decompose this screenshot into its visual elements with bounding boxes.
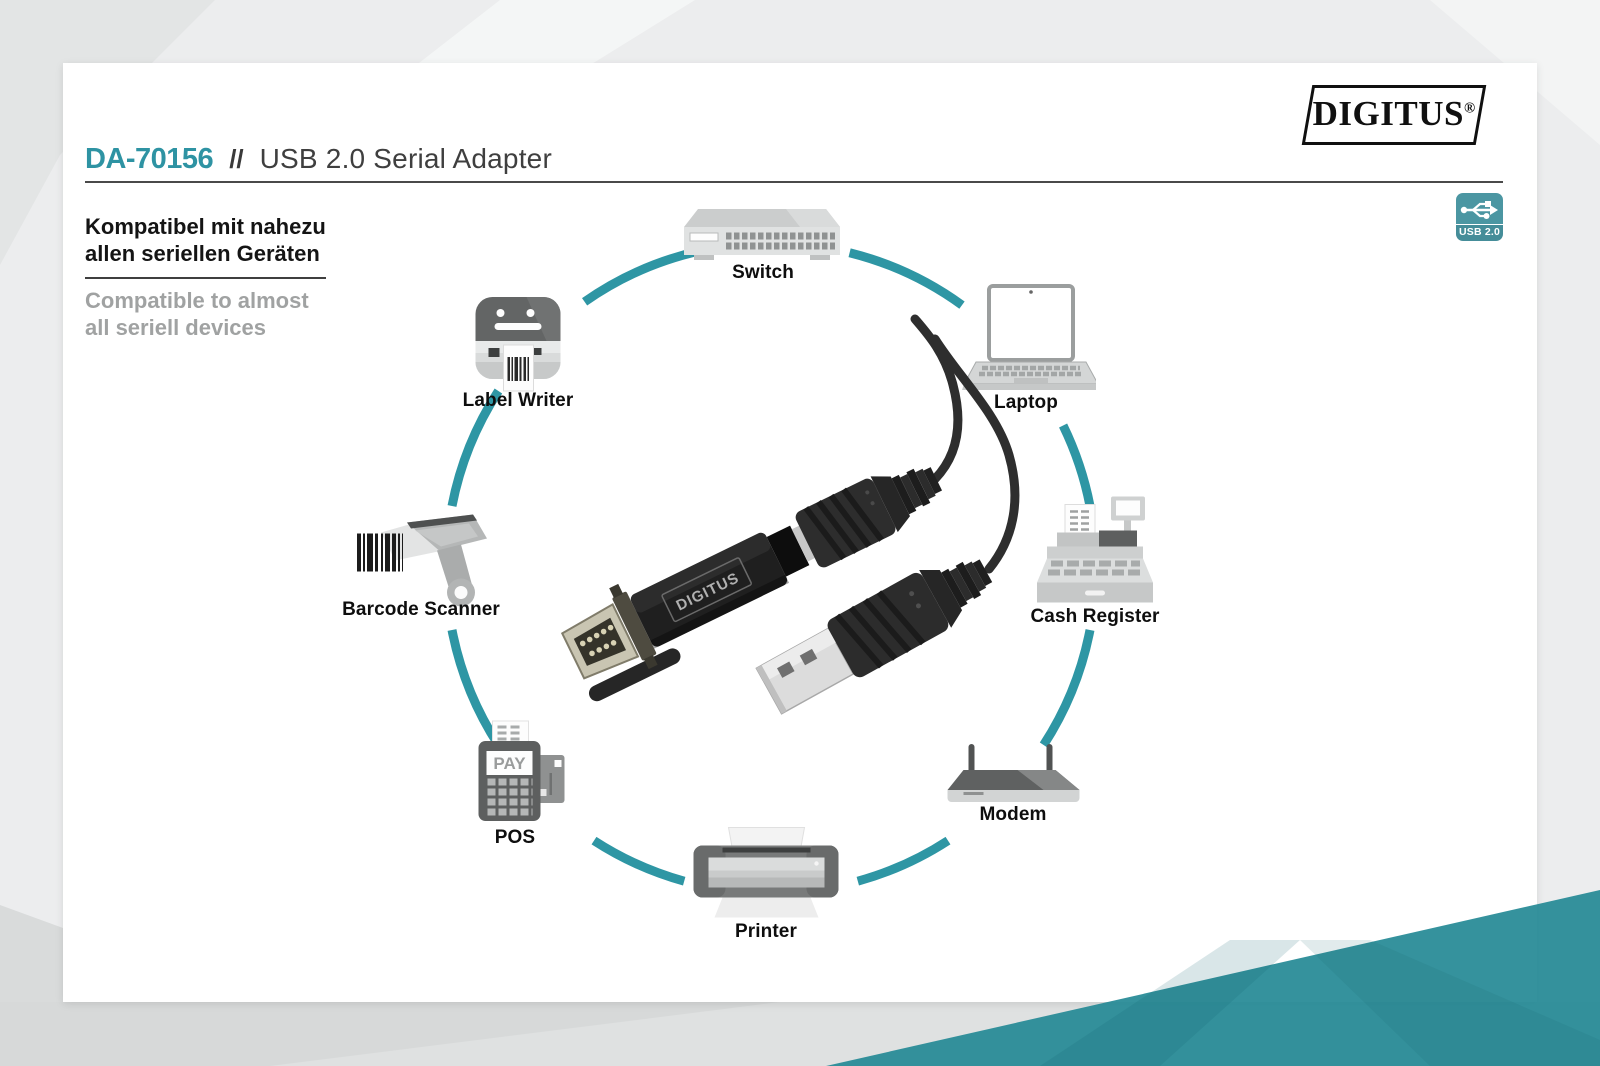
attached-usb-plug <box>795 467 943 568</box>
device-label-barcode-scanner: Barcode Scanner <box>342 599 500 620</box>
network-switch-icon <box>684 209 840 260</box>
device-label-laptop: Laptop <box>994 392 1058 413</box>
pos-screen-text: PAY <box>493 754 526 773</box>
device-switch <box>678 205 848 265</box>
english-subheading-line2: all seriell devices <box>85 315 267 340</box>
content-card: DIGITUS® DA-70156 // USB 2.0 Serial Adap… <box>63 63 1537 1002</box>
product-photo: DIGITUS <box>560 314 1020 715</box>
connectivity-diagram: Switch Laptop <box>63 63 1537 1002</box>
usb-trident-icon <box>1460 201 1498 219</box>
title-rule <box>85 181 1503 183</box>
product-name: USB 2.0 Serial Adapter <box>259 143 552 174</box>
page-title: DA-70156 // USB 2.0 Serial Adapter <box>85 143 552 176</box>
laptop-icon <box>962 284 1096 390</box>
device-label-cash-register: Cash Register <box>1030 606 1160 627</box>
device-label-pos: POS <box>494 827 536 848</box>
usb-badge-label: USB 2.0 <box>1456 224 1503 241</box>
circle-arcs <box>447 246 1095 886</box>
label-writer-icon <box>475 297 561 392</box>
intro-text: Kompatibel mit nahezu allen seriellen Ge… <box>85 213 326 341</box>
title-separator: // <box>229 144 244 174</box>
device-modem <box>946 742 1081 812</box>
device-printer <box>689 826 844 921</box>
device-label-writer <box>471 293 566 395</box>
device-label-modem: Modem <box>979 804 1047 825</box>
device-laptop <box>956 284 1096 394</box>
device-label-printer: Printer <box>735 921 797 942</box>
cash-register-icon <box>1037 496 1153 603</box>
pos-terminal-icon: PAY <box>478 720 565 821</box>
db9-connector <box>560 602 640 680</box>
german-heading-line2: allen seriellen Geräten <box>85 241 320 266</box>
usb-cables <box>910 314 1020 574</box>
english-subheading: Compatible to almost all seriell devices <box>85 287 326 341</box>
usb-a-plug <box>755 559 993 715</box>
device-label-label-writer: Label Writer <box>462 390 574 411</box>
device-label-switch: Switch <box>732 262 794 283</box>
english-subheading-line1: Compatible to almost <box>85 288 309 313</box>
device-barcode-scanner <box>351 507 491 612</box>
barcode-scanner-icon <box>357 514 487 607</box>
german-heading-line1: Kompatibel mit nahezu <box>85 214 326 239</box>
product-code: DA-70156 <box>85 143 214 175</box>
device-cash-register <box>1035 495 1155 610</box>
serial-adapter: DIGITUS <box>560 467 943 702</box>
adapter-body: DIGITUS <box>630 532 790 649</box>
german-heading: Kompatibel mit nahezu allen seriellen Ge… <box>85 213 326 279</box>
printer-icon <box>693 827 839 918</box>
device-pos: PAY <box>463 719 568 829</box>
usb2-badge: USB 2.0 <box>1456 193 1503 241</box>
modem-icon <box>947 744 1080 802</box>
